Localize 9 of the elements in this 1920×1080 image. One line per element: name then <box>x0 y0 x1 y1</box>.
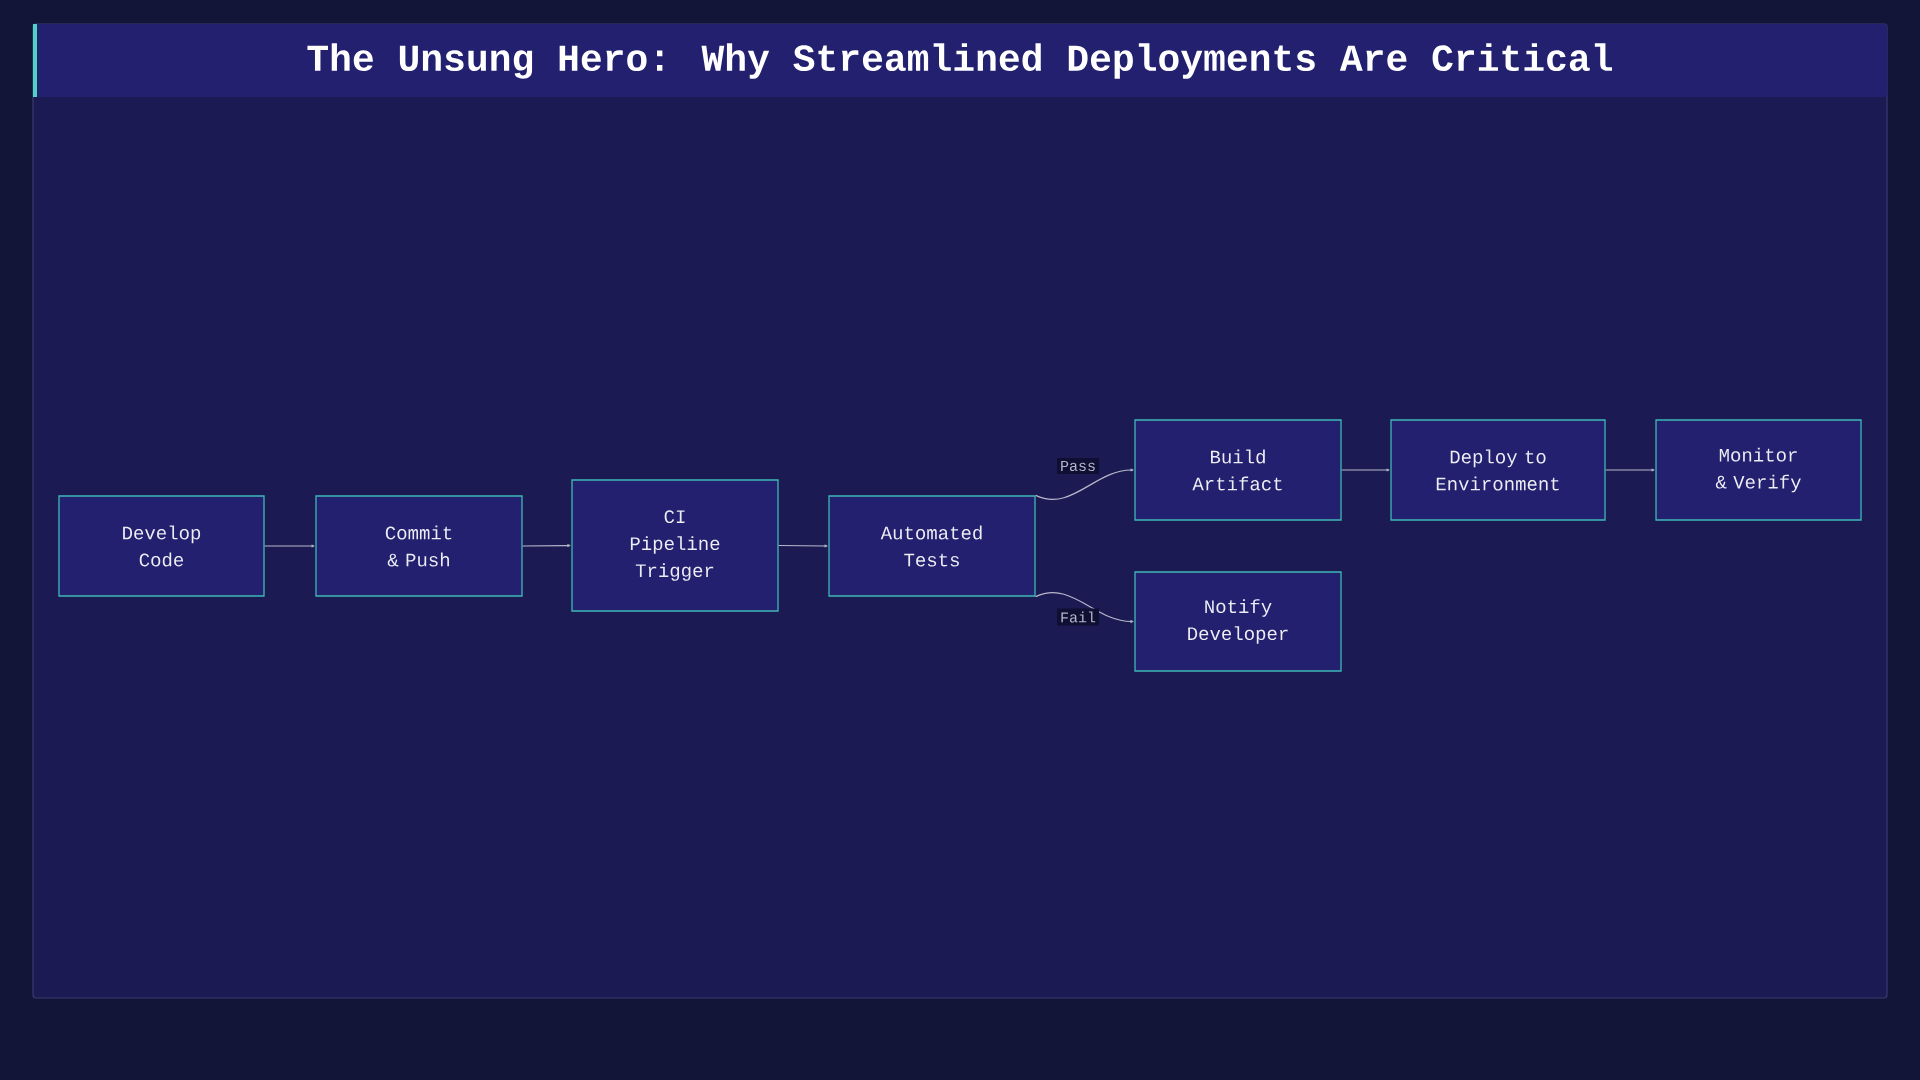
process-box: Automated Tests <box>828 495 1036 597</box>
process-box: Commit & Push <box>315 495 523 597</box>
process-box: Notify Developer <box>1134 571 1342 672</box>
title-bar: The Unsung Hero: Why Streamlined Deployments Are Critical <box>33 24 1887 97</box>
process-box: CI Pipeline Trigger <box>571 479 779 612</box>
process-box: Build Artifact <box>1134 419 1342 521</box>
process-box: Deploy to Environment <box>1390 419 1606 521</box>
process-box: Develop Code <box>58 495 265 597</box>
process-box: Monitor & Verify <box>1655 419 1862 521</box>
